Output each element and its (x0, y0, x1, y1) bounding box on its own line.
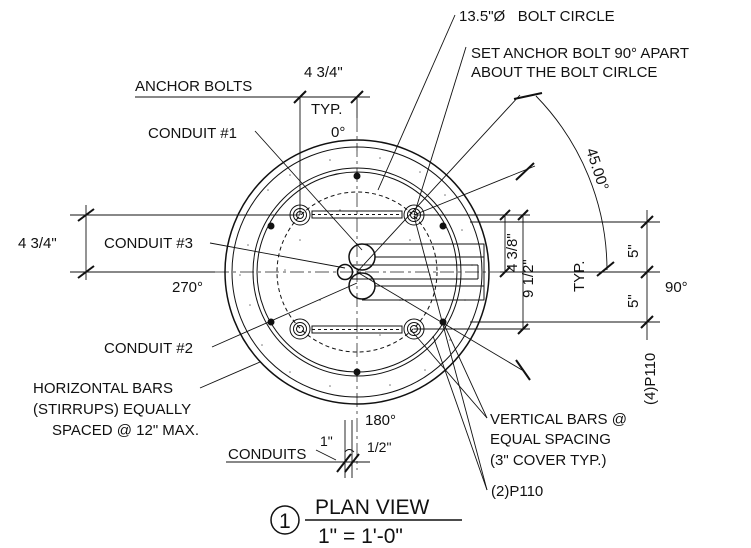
angle-90-label: 90° (665, 279, 688, 296)
dim-1-label: 1" (320, 433, 333, 449)
bolt-circle-label: 13.5"Ø BOLT CIRCLE (459, 8, 615, 25)
conduit-3-label: CONDUIT #3 (104, 235, 193, 252)
bottom-dimension (226, 420, 370, 478)
vertical-bars-label-line3: (3" COVER TYP.) (490, 452, 606, 469)
angle-180-label: 180° (365, 412, 396, 429)
angle-45-label: 45.00° (582, 146, 612, 193)
outer-foundation-circle-inner-edge (231, 146, 483, 398)
dim-4-3-4-top: 4 3/4" (304, 64, 343, 81)
conduits (336, 243, 485, 301)
typ-right-label: TYP. (571, 261, 588, 292)
conduits-label: CONDUITS (228, 446, 306, 463)
angle-45-dimension (356, 92, 615, 381)
conduit-1-label: CONDUIT #1 (148, 125, 237, 142)
vertical-bars-label-line1: VERTICAL BARS @ (490, 411, 627, 428)
horizontal-bars-label-line3: SPACED @ 12" MAX. (52, 422, 199, 439)
horizontal-bars-label-line2: (STIRRUPS) EQUALLY (33, 401, 191, 418)
outer-foundation-circle (224, 139, 490, 405)
bolt-tie-bars (311, 210, 403, 334)
set-anchor-label-line1: SET ANCHOR BOLT 90° APART (471, 45, 689, 62)
dim-4-3-4-left: 4 3/4" (18, 235, 57, 252)
p110-right-label: (4)P110 (642, 353, 659, 405)
conduit-2-label: CONDUIT #2 (104, 340, 193, 357)
dim-5-bottom: 5" (625, 294, 642, 308)
conduit-2 (348, 272, 376, 300)
set-anchor-label-line2: ABOUT THE BOLT CIRLCE (471, 64, 657, 81)
left-dimension (70, 205, 300, 280)
dim-9-1-2: 9 1/2" (520, 259, 537, 298)
anchor-bolt (289, 318, 311, 340)
view-number-circle (270, 505, 300, 535)
bolt-circle (276, 191, 438, 353)
typ-top-label: TYP. (311, 101, 342, 118)
leader-lines (199, 14, 488, 491)
top-dimension (135, 90, 370, 215)
dim-1-2-label: 1/2" (367, 439, 391, 455)
rebar-cage-circle (252, 167, 462, 377)
view-title: PLAN VIEW (315, 496, 430, 519)
angle-0-label: 0° (331, 124, 345, 141)
view-number: 1 (279, 510, 291, 533)
conduit-3 (336, 263, 354, 281)
dim-4-3-8: 4 3/8" (504, 233, 521, 272)
right-dimensions (414, 209, 660, 340)
vertical-bar (439, 222, 447, 230)
p110-bottom-label: (2)P110 (491, 483, 543, 500)
vertical-bar (353, 368, 361, 376)
angle-270-label: 270° (172, 279, 203, 296)
dim-5-top: 5" (625, 244, 642, 258)
view-scale: 1" = 1'-0" (318, 525, 403, 548)
vertical-bars-label-line2: EQUAL SPACING (490, 431, 611, 448)
anchor-bolts-label: ANCHOR BOLTS (135, 78, 252, 95)
vertical-bar (353, 172, 361, 180)
vertical-bar (267, 222, 275, 230)
horizontal-bars-label-line1: HORIZONTAL BARS (33, 380, 173, 397)
